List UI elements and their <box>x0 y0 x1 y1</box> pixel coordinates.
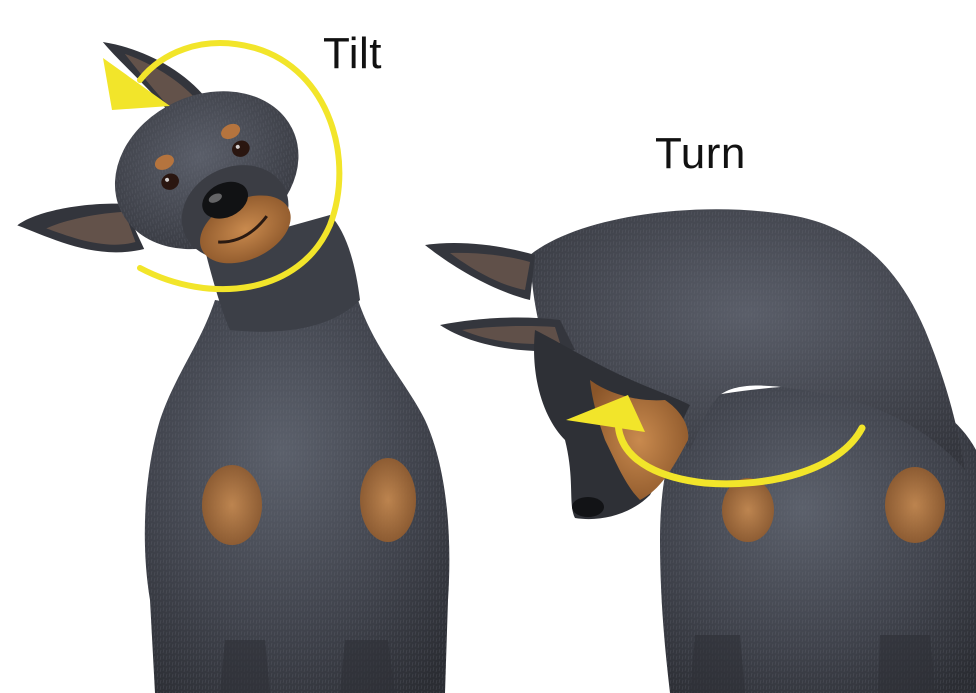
tilting-dog-chest-marking-right <box>360 458 416 542</box>
tilt-label: Tilt <box>323 32 382 76</box>
turning-dog-chest-marking-right <box>885 467 945 543</box>
tilting-dog-chest-marking-left <box>202 465 262 545</box>
tilting-dog <box>0 0 449 693</box>
turning-dog <box>425 209 976 693</box>
turning-dog-chest-marking-left <box>722 478 774 542</box>
turning-dog-nose <box>572 497 604 517</box>
turn-label: Turn <box>655 132 746 176</box>
